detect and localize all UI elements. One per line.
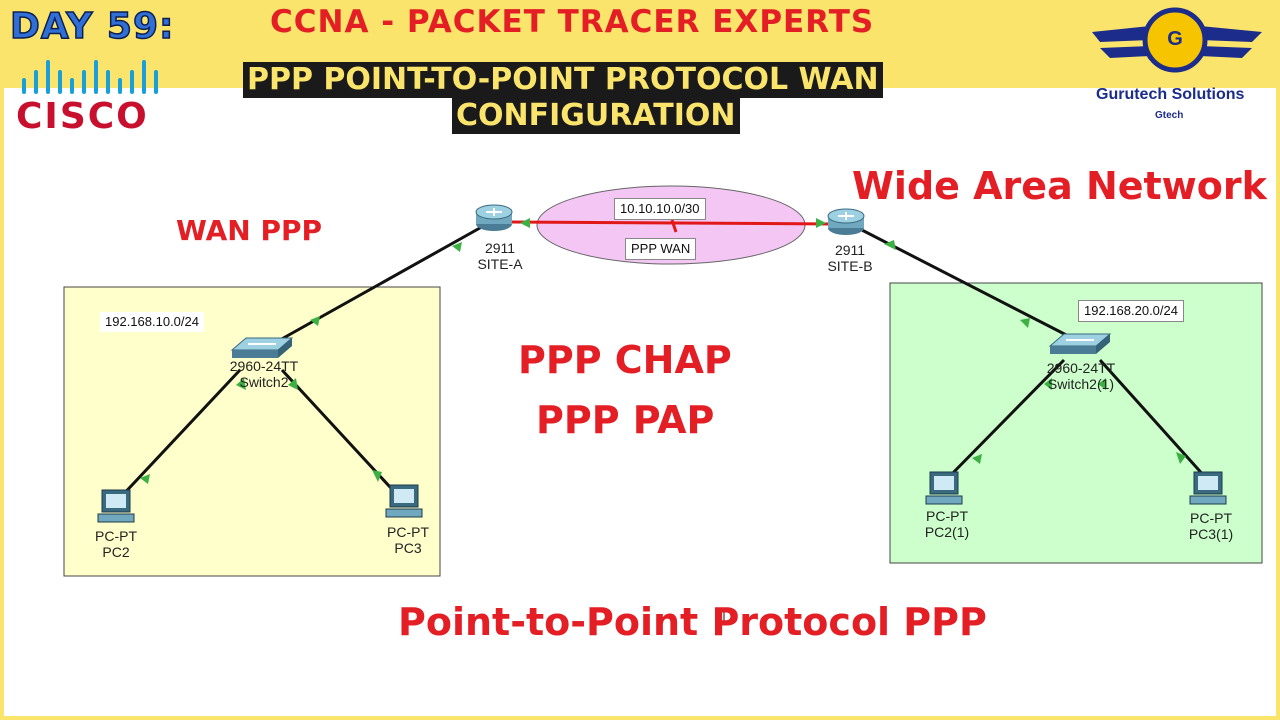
subtitle-line2: CONFIGURATION [452,98,740,134]
footer-title: Point-to-Point Protocol PPP [398,600,987,644]
link-switch2-1-pc2-1 [940,358,1066,486]
pc3-1-label: PC-PT PC3(1) [1176,510,1246,542]
wan-ppp-label: WAN PPP [176,214,323,247]
pc2-model: PC-PT [95,528,137,544]
site-a-subnet-label: 192.168.10.0/24 [100,312,204,332]
site-b-subnet-label: 192.168.20.0/24 [1078,300,1184,322]
pc-icon[interactable] [1189,471,1227,505]
site-a-zone [63,286,441,577]
pc3-name: PC3 [394,540,422,556]
site-a-router-label: 2911 SITE-A [470,240,530,272]
brand-tag: Gtech [1155,110,1184,121]
wan-name-label: PPP WAN [625,238,697,260]
wide-area-network-label: Wide Area Network [852,164,1267,208]
pc2-name: PC2 [102,544,130,560]
site-b-router-label: 2911 SITE-B [820,242,880,274]
pc3-label: PC-PT PC3 [378,524,438,556]
pc3-model: PC-PT [387,524,429,540]
cursor-marker [723,609,733,623]
ppp-chap-label: PPP CHAP [518,338,732,382]
pc2-1-label: PC-PT PC2(1) [914,508,980,540]
router-icon[interactable] [827,208,865,235]
switch-icon[interactable] [230,337,294,358]
site-a-router-model: 2911 [484,240,516,256]
cisco-logo: CISCO [16,96,149,137]
subtitle-line1: PPP POINT-TO-POINT PROTOCOL WAN [243,62,883,98]
day-label: DAY 59: [9,5,175,48]
pc-icon[interactable] [97,489,135,523]
pc3-1-model: PC-PT [1190,510,1232,526]
pc-icon[interactable] [925,471,963,505]
router-icon[interactable] [475,204,513,231]
site-b-router-name: SITE-B [827,258,873,274]
site-a-switch-name: Switch2 [239,374,289,390]
site-b-switch-name: Switch2(1) [1047,376,1115,392]
link-status-icons [140,218,1186,484]
link-switch2-pc3 [280,368,404,502]
site-a-switch-model: 2960-24TT [229,358,299,374]
cisco-bars-icon [22,60,158,94]
site-a-switch-label: 2960-24TT Switch2 [222,358,306,390]
wan-serial-bolt [670,219,678,233]
site-b-zone [889,282,1263,564]
switch-icon[interactable] [1048,333,1112,354]
gurutech-badge-letter: G [1167,28,1183,50]
wan-subnet-label: 10.10.10.0/30 [614,198,706,220]
site-b-switch-model: 2960-24TT [1046,360,1116,376]
pc2-label: PC-PT PC2 [86,528,146,560]
link-switch2-1-pc3-1 [1098,358,1208,480]
pc-icon[interactable] [385,484,423,518]
site-a-router-name: SITE-A [477,256,523,272]
site-b-router-model: 2911 [834,242,866,258]
pc2-1-name: PC2(1) [924,524,970,540]
site-b-switch-label: 2960-24TT Switch2(1) [1036,360,1126,392]
ppp-pap-label: PPP PAP [536,398,715,442]
gurutech-logo-icon [1092,7,1262,73]
link-switch2-pc2 [116,368,242,502]
pc2-1-model: PC-PT [926,508,968,524]
brand-name: Gurutech Solutions [1096,86,1245,103]
header-title: CCNA - PACKET TRACER EXPERTS [270,4,875,40]
link-site-a-switch2 [261,222,488,352]
pc3-1-name: PC3(1) [1188,526,1234,542]
